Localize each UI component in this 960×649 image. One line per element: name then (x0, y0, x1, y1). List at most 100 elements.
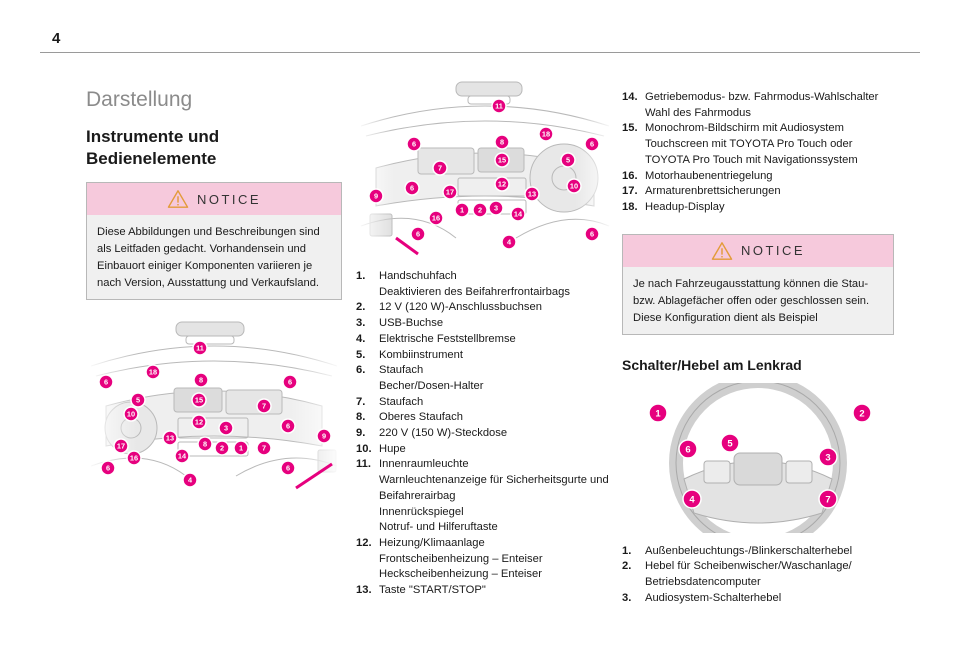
legend-text: Heizung/Klimaanlage Frontscheibenheizung… (379, 536, 543, 581)
legend-item: 1.Außenbeleuchtungs-/Blinkerschalterhebe… (622, 544, 894, 560)
legend-item: 13.Taste "START/STOP" (356, 583, 614, 599)
legend-item: 10.Hupe (356, 442, 614, 458)
callout-label: 8 (199, 376, 203, 385)
callout-label: 6 (590, 230, 594, 239)
legend-number: 8. (356, 411, 366, 424)
warning-icon (711, 241, 733, 260)
callout-13: 13 (162, 430, 178, 446)
header-rule (40, 52, 920, 53)
legend-item: 3.Audiosystem-Schalterhebel (622, 591, 894, 607)
callout-6: 6 (678, 438, 698, 459)
callout-label: 6 (416, 230, 420, 239)
callout-6: 6 (280, 460, 296, 476)
callout-label: 7 (825, 494, 830, 505)
component-legend: 1.Handschuhfach Deaktivieren des Beifahr… (356, 269, 614, 599)
callout-3: 3 (488, 200, 504, 216)
callout-2: 2 (852, 402, 872, 423)
callout-label: 7 (438, 164, 442, 173)
callout-18: 18 (538, 126, 554, 142)
callout-label: 5 (136, 396, 140, 405)
legend-item: 1.Handschuhfach Deaktivieren des Beifahr… (356, 269, 614, 300)
legend-text: Staufach Becher/Dosen-Halter (379, 364, 484, 392)
callout-label: 11 (495, 102, 503, 111)
legend-text: Monochrom-Bildschirm mit Audiosystem Tou… (645, 122, 858, 166)
callout-label: 3 (825, 452, 830, 463)
callout-9: 9 (316, 428, 332, 444)
callout-4: 4 (682, 488, 702, 509)
notice-label: NOTICE (196, 191, 262, 207)
legend-text: Kombiinstrument (379, 348, 463, 361)
page-number: 4 (52, 30, 61, 47)
callout-label: 8 (203, 440, 207, 449)
legend-item: 11.Innenraumleuchte Warnleuchtenanzeige … (356, 457, 614, 536)
callout-6: 6 (584, 136, 600, 152)
callout-7: 7 (256, 398, 272, 414)
component-legend-continued: 14.Getriebemodus- bzw. Fahrmodus-Wahlsch… (622, 90, 894, 216)
callout-6: 6 (584, 226, 600, 242)
legend-number: 7. (356, 395, 366, 408)
legend-number: 3. (622, 591, 632, 604)
callout-label: 17 (117, 442, 125, 451)
column-left: Darstellung Instrumente und Bedienelemen… (86, 78, 342, 501)
legend-item: 8.Oberes Staufach (356, 410, 614, 426)
callout-label: 11 (196, 344, 204, 353)
legend-number: 2. (356, 301, 366, 314)
callout-label: 12 (498, 180, 506, 189)
callout-12: 12 (494, 176, 510, 192)
legend-text: Taste "START/STOP" (379, 584, 486, 597)
callout-11: 11 (491, 98, 507, 114)
callout-6: 6 (406, 136, 422, 152)
legend-text: Hupe (379, 442, 406, 455)
callout-8: 8 (197, 436, 213, 452)
callout-label: 9 (322, 432, 326, 441)
callout-label: 15 (498, 156, 506, 165)
legend-item: 18. Headup-Display (622, 200, 894, 216)
callout-label: 6 (104, 378, 108, 387)
callout-label: 1 (239, 444, 243, 453)
legend-item: 16.Motorhaubenentriegelung (622, 169, 894, 185)
legend-number: 1. (356, 270, 366, 282)
legend-number: 17. (622, 185, 638, 198)
callout-label: 6 (286, 422, 290, 431)
callout-13: 13 (524, 186, 540, 202)
subsection-title: Instrumente und Bedienelemente (86, 127, 220, 168)
callout-16: 16 (126, 450, 142, 466)
callout-5: 5 (720, 432, 740, 453)
callout-label: 13 (166, 434, 174, 443)
callout-label: 14 (178, 452, 187, 461)
callout-5: 5 (130, 392, 146, 408)
callout-label: 8 (500, 138, 504, 147)
callout-10: 10 (123, 406, 139, 422)
callout-12: 12 (191, 414, 207, 430)
callout-label: 6 (286, 464, 290, 473)
legend-text: Headup-Display (645, 200, 725, 213)
callout-label: 14 (514, 210, 523, 219)
callout-15: 15 (191, 392, 207, 408)
legend-number: 4. (356, 332, 366, 345)
legend-number: 11. (356, 458, 371, 471)
callout-label: 6 (288, 378, 292, 387)
legend-number: 18. (622, 200, 638, 213)
legend-text: Außenbeleuchtungs-/Blinkerschalterhebel (645, 544, 853, 557)
callout-6: 6 (98, 374, 114, 390)
callout-label: 6 (685, 444, 690, 455)
callout-label: 7 (262, 444, 266, 453)
callout-label: 10 (570, 182, 578, 191)
callout-label: 3 (494, 204, 498, 213)
callout-label: 16 (130, 454, 138, 463)
callout-label: 1 (460, 206, 464, 215)
callout-label: 4 (507, 238, 512, 247)
notice-header-2: NOTICE (623, 234, 893, 267)
legend-number: 2. (622, 560, 632, 573)
legend-number: 5. (356, 348, 366, 361)
callout-7: 7 (432, 160, 448, 176)
warning-icon (167, 190, 189, 208)
callout-label: 13 (528, 190, 536, 199)
callout-3: 3 (818, 446, 838, 467)
notice-text: Je nach Fahrzeugausstattung können die S… (633, 277, 870, 324)
callout-label: 5 (727, 438, 732, 449)
